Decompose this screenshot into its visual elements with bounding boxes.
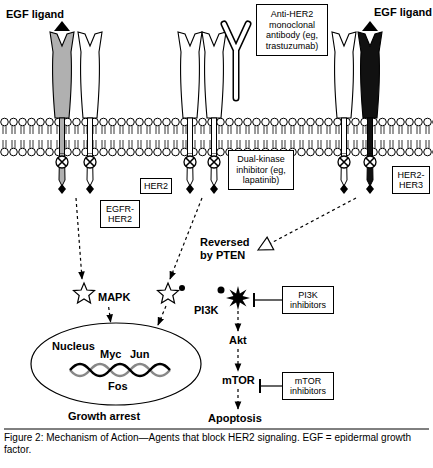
- kinase-label: PI3K: [194, 304, 218, 317]
- gene-label: Fos: [108, 380, 128, 392]
- receptors: [50, 21, 382, 194]
- box-label: mTOR inhibitors: [285, 376, 331, 397]
- regulator-label: Reversed by PTEN: [200, 236, 256, 262]
- ligand-label: EGF ligand: [6, 8, 64, 21]
- outcome-label: Apoptosis: [208, 412, 262, 425]
- receptor-box: HER2: [140, 178, 172, 194]
- drug-box: PI3K inhibitors: [282, 286, 334, 314]
- drug-box: Anti-HER2 monoclonal antibody (eg, trast…: [256, 4, 328, 56]
- receptor-box: HER2-HER3: [392, 166, 430, 194]
- box-content: Anti-HER2 monoclonal antibody (eg, trast…: [259, 9, 325, 51]
- box-content: EGFR-HER2: [103, 204, 137, 225]
- ellipse-outline: [30, 322, 202, 406]
- outcome-label: Growth arrest: [68, 410, 140, 423]
- kinase-star: MAPK: [72, 281, 142, 307]
- signal-arrow: [109, 307, 111, 322]
- box-content: HER2: [144, 181, 168, 192]
- kinase-label: Akt: [229, 334, 247, 347]
- kinase-label: MAPK: [98, 291, 130, 303]
- box-label: HER2-HER3: [395, 170, 427, 191]
- box-content: Dual-kinase inhibitor (eg, lapatinib): [231, 154, 291, 186]
- gene-label: Myc: [100, 348, 121, 360]
- box-content: mTOR inhibitors: [285, 376, 331, 397]
- antibody: [224, 24, 248, 98]
- box-label: Dual-kinase inhibitor (eg, lapatinib): [231, 154, 291, 186]
- box-label: HER2: [144, 181, 168, 192]
- box-label: Anti-HER2 monoclonal antibody (eg, trast…: [259, 9, 325, 51]
- caption-rule: [4, 429, 429, 430]
- gene-label: Jun: [130, 348, 150, 360]
- drug-box: mTOR inhibitors: [282, 372, 334, 400]
- box-content: PI3K inhibitors: [285, 290, 331, 311]
- kinase-label: mTOR: [222, 374, 255, 387]
- star-shape: [72, 281, 98, 307]
- box-label: EGFR-HER2: [103, 204, 137, 225]
- box-label: PI3K inhibitors: [285, 290, 331, 311]
- nucleus-ellipse: NucleusMyc JunFos: [30, 322, 202, 406]
- figure-caption: Figure 2: Mechanism of Action—Agents tha…: [4, 432, 429, 456]
- box-content: HER2-HER3: [395, 170, 427, 191]
- ligand-label: EGF ligand: [374, 6, 432, 19]
- inhibitor-marks: [56, 156, 376, 168]
- drug-box: Dual-kinase inhibitor (eg, lapatinib): [228, 150, 294, 190]
- receptor-box: EGFR-HER2: [100, 200, 140, 228]
- nucleus-label: Nucleus: [52, 340, 95, 352]
